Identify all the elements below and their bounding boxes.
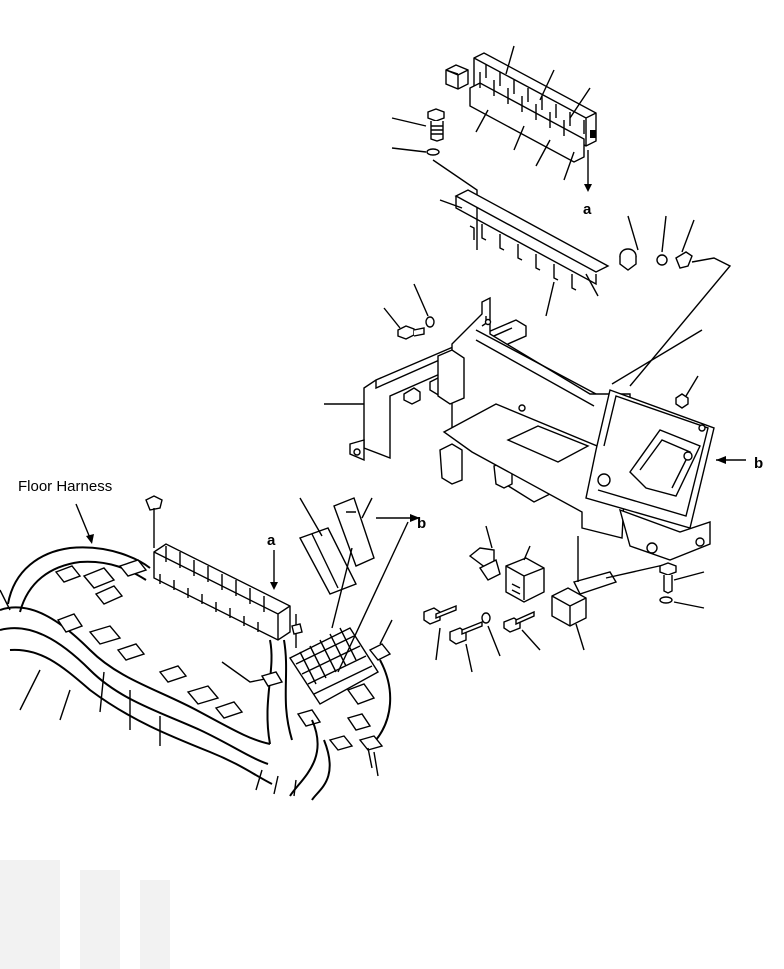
relay-cluster-top: [445, 45, 597, 192]
callout-a-top: a: [583, 201, 592, 218]
floor-harness: [0, 495, 420, 801]
hardware-top-right: [619, 215, 732, 387]
callout-b-left: b: [417, 515, 426, 532]
scan-artifacts: [0, 860, 170, 969]
callout-b-right: b: [754, 455, 763, 472]
fuse-bracket: [439, 189, 610, 317]
callout-a-bottom: a: [267, 532, 276, 549]
hardware-lower-right: [423, 525, 705, 673]
label-floor-harness: Floor Harness: [18, 478, 112, 495]
bolt-top: [391, 108, 478, 250]
main-bracket: [324, 283, 746, 595]
